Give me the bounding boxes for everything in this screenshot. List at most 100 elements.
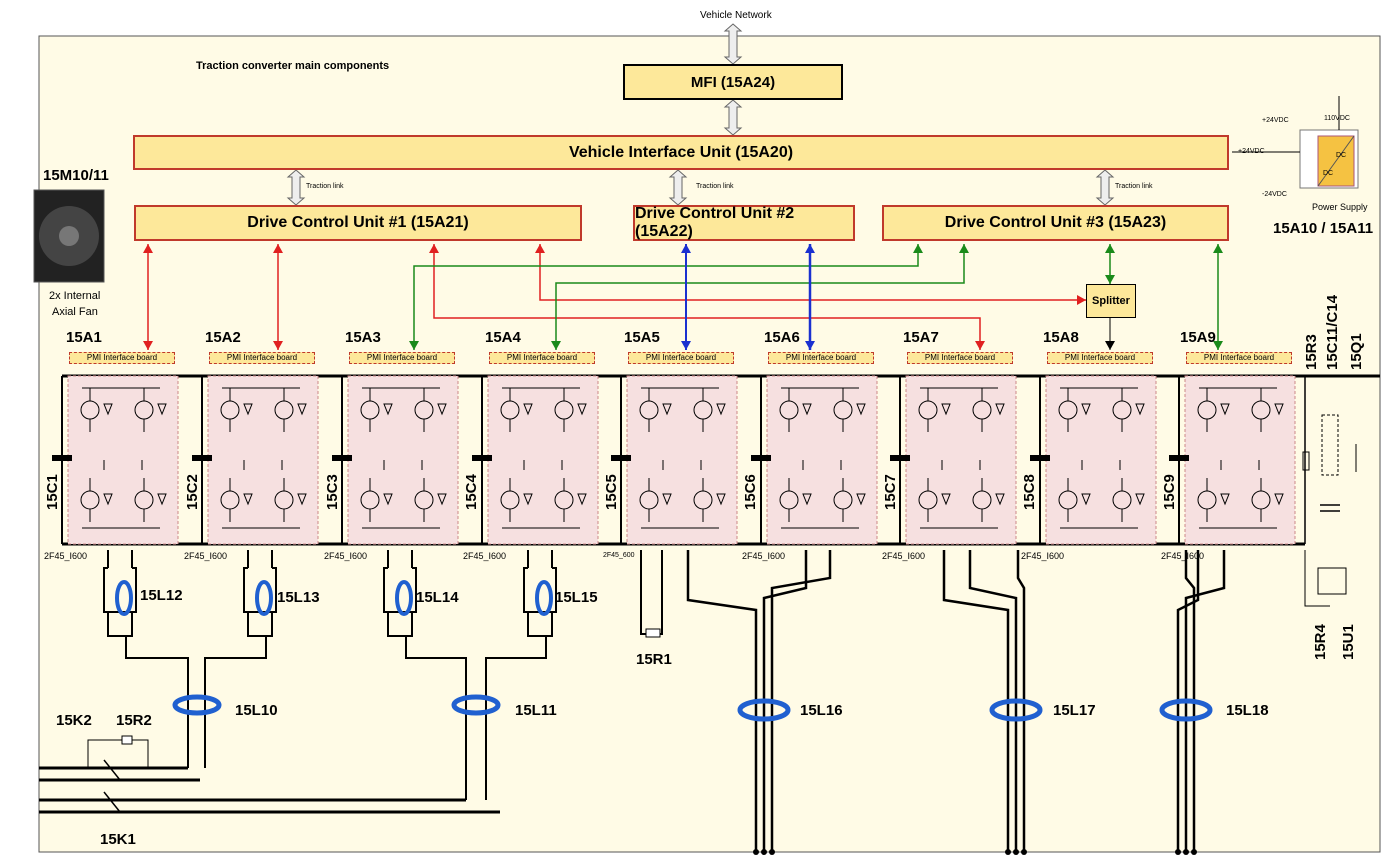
phase-wire: [1184, 550, 1226, 852]
phase-wire: [485, 636, 547, 800]
capacitor-label: 15C8: [1021, 474, 1038, 510]
inductor-icon: [989, 698, 1043, 722]
pmi-board: PMI Interface board: [1186, 352, 1292, 364]
splitter-box: Splitter: [1086, 284, 1136, 318]
arrow-head: [409, 341, 419, 350]
capacitor-label: 15C1: [44, 474, 61, 510]
power-supply-icon: [1317, 135, 1355, 187]
diode-icon: [103, 403, 113, 416]
diode-icon: [577, 403, 587, 416]
right-label: 15C11/C14: [1324, 294, 1341, 370]
capacitor-icon: [890, 455, 910, 461]
arrow-head: [143, 244, 153, 253]
diode-icon: [995, 403, 1005, 416]
diode-icon: [1274, 403, 1284, 416]
fuse-label: 2F45_600: [603, 552, 635, 559]
contactor-k2-label: 15K2: [56, 712, 92, 729]
vehicle-network-label: Vehicle Network: [700, 10, 772, 21]
fuse-label: 2F45_I600: [1021, 551, 1065, 561]
module-id: 15A2: [205, 329, 241, 346]
control-link: [433, 244, 981, 350]
fuse-label: 2F45_I600: [184, 551, 228, 561]
phase-wire: [387, 612, 413, 637]
diode-icon: [856, 403, 866, 416]
diagram-title: Traction converter main components: [196, 60, 390, 72]
fuse-label: 2F45_I600: [742, 551, 786, 561]
diode-icon: [523, 403, 533, 416]
terminal: [761, 849, 767, 855]
right-label: 15R3: [1303, 334, 1320, 370]
diode-icon: [941, 403, 951, 416]
inductor-icon: [1159, 698, 1213, 722]
diode-icon: [523, 493, 533, 506]
diode-icon: [802, 493, 812, 506]
diode-icon: [383, 403, 393, 416]
capacitor-label: 15C2: [184, 474, 201, 510]
diode-icon: [662, 403, 672, 416]
diode-icon: [103, 493, 113, 506]
ps-dc-label: DC: [1336, 152, 1347, 159]
diode-icon: [716, 493, 726, 506]
terminal: [1183, 849, 1189, 855]
phase-wire: [247, 612, 273, 637]
diode-icon: [1274, 493, 1284, 506]
arrow-head: [551, 341, 561, 350]
power-module: [67, 375, 179, 545]
diode-icon: [1135, 493, 1145, 506]
terminal: [1005, 849, 1011, 855]
arrow-head: [1077, 295, 1086, 305]
power-module: [1045, 375, 1157, 545]
inductor-label: 15L17: [1053, 702, 1096, 719]
inductor-label: 15L12: [140, 587, 183, 604]
terminal: [753, 849, 759, 855]
pmi-board: PMI Interface board: [907, 352, 1013, 364]
ps-n24-label: -24VDC: [1262, 191, 1287, 198]
phase-wire: [107, 612, 133, 637]
resistor-15R1: [645, 628, 661, 638]
contactor-15K2: [103, 759, 121, 781]
diode-icon: [243, 493, 253, 506]
power-module: [766, 375, 878, 545]
inductor-label: 15L16: [800, 702, 843, 719]
inductor-label: 15L13: [277, 589, 320, 606]
diode-icon: [995, 493, 1005, 506]
diode-icon: [157, 403, 167, 416]
diode-icon: [437, 403, 447, 416]
module-id: 15A9: [1180, 329, 1216, 346]
phase-wire: [1176, 550, 1200, 852]
diode-icon: [437, 493, 447, 506]
capacitor-icon: [1030, 455, 1050, 461]
pmi-board: PMI Interface board: [489, 352, 595, 364]
capacitor-icon: [472, 455, 492, 461]
power-module: [487, 375, 599, 545]
diode-icon: [297, 403, 307, 416]
inductor-label: 15L18: [1226, 702, 1269, 719]
fan-desc-2: Axial Fan: [52, 306, 98, 318]
module-id: 15A1: [66, 329, 102, 346]
diode-icon: [243, 403, 253, 416]
diode-icon: [856, 493, 866, 506]
drive-control-unit-2: Drive Control Unit #2 (15A22): [633, 205, 855, 241]
inductor-icon: [737, 698, 791, 722]
arrow-head: [805, 341, 815, 350]
diode-icon: [1135, 403, 1145, 416]
module-id: 15A7: [903, 329, 939, 346]
capacitor-label: 15C3: [324, 474, 341, 510]
diode-icon: [1220, 403, 1230, 416]
capacitor-icon: [52, 455, 72, 461]
ps-110vdc-label: 110VDC: [1324, 115, 1350, 122]
control-link: [555, 244, 965, 350]
arrow-head: [959, 244, 969, 253]
terminal: [769, 849, 775, 855]
capacitor-label: 15C7: [882, 474, 899, 510]
mfi-box: MFI (15A24): [623, 64, 843, 100]
phase-wire: [527, 612, 553, 637]
inductor-label: 15L15: [555, 589, 598, 606]
capacitor-icon: [192, 455, 212, 461]
inductor-icon: [115, 580, 133, 616]
capacitor-label: 15C6: [742, 474, 759, 510]
terminal: [1191, 849, 1197, 855]
inductor-icon: [451, 694, 501, 716]
